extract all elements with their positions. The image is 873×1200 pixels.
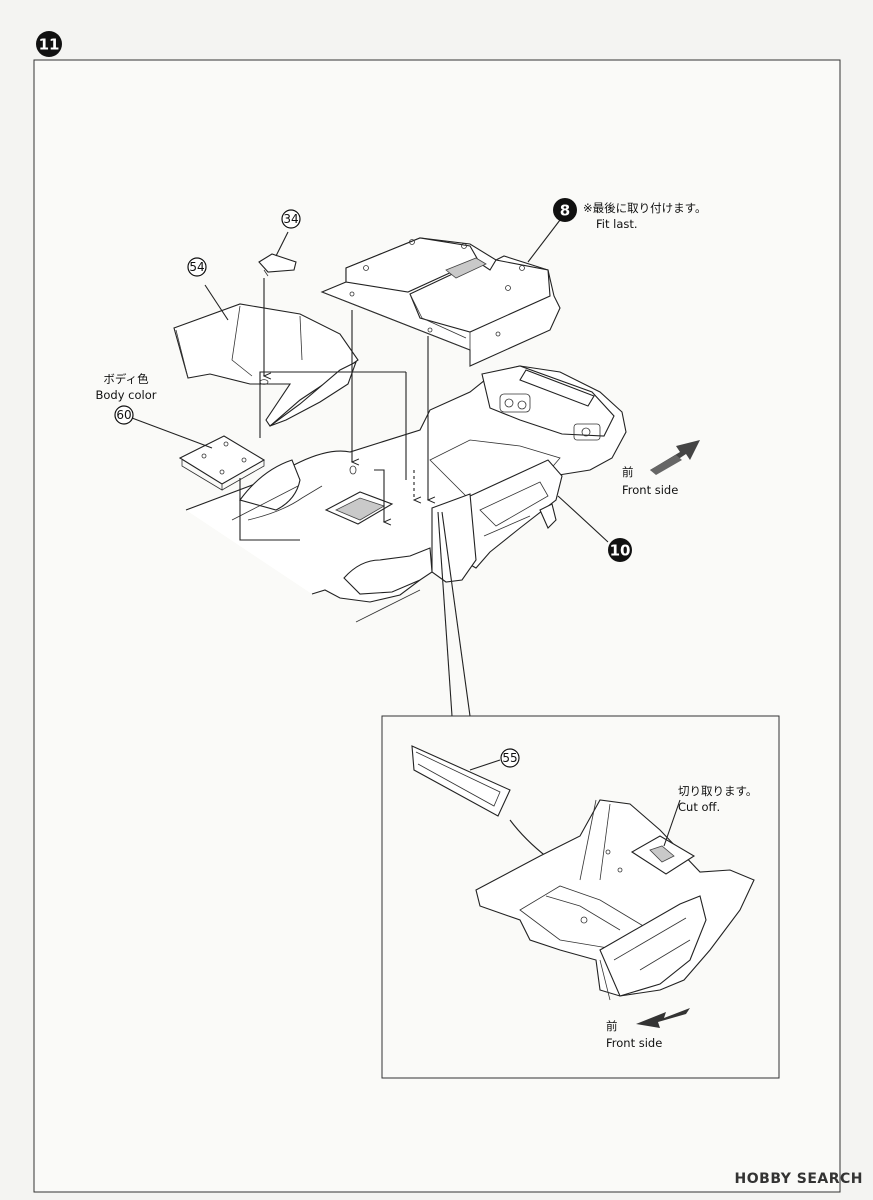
front-label-en: Front side — [622, 483, 678, 497]
part-60-note-en: Body color — [95, 388, 156, 402]
cut-label-ja: 切り取ります。 — [678, 784, 757, 798]
part-34-number: 34 — [283, 212, 298, 226]
part-54-number: 54 — [189, 260, 204, 274]
part-54-badge: 54 — [187, 257, 207, 277]
part-60-number: 60 — [116, 408, 131, 422]
front-label-ja: 前 — [622, 465, 634, 479]
inset-front-label-ja: 前 — [606, 1019, 618, 1033]
part-60-badge: 60 — [114, 405, 134, 425]
part-10-floor — [185, 365, 627, 623]
part-8-badge: 8 — [553, 198, 577, 222]
front-arrow-main — [650, 440, 700, 475]
front-arrow-inset — [636, 1008, 690, 1028]
part-55-badge: 55 — [500, 748, 520, 768]
part-60-plate — [178, 435, 266, 491]
part-10-badge: 10 — [608, 538, 632, 562]
step-number: 11 — [39, 36, 60, 54]
part-8-console — [320, 237, 561, 367]
part-34-badge: 34 — [281, 209, 301, 229]
step-badge: 11 — [36, 31, 62, 57]
part-55-panel — [411, 745, 511, 817]
part-8-note-ja: ※最後に取り付けます。 — [583, 201, 707, 215]
part-54-shelf — [173, 303, 359, 427]
part-55-number: 55 — [502, 751, 517, 765]
inset-front-label-en: Front side — [606, 1036, 662, 1050]
part-34-piece — [258, 253, 297, 277]
inset-floor — [475, 799, 755, 1001]
watermark: HOBBY SEARCH — [734, 1171, 863, 1187]
part-8-note-en: Fit last. — [596, 217, 638, 231]
cut-label-en: Cut off. — [678, 800, 720, 814]
part-8-number: 8 — [560, 202, 570, 220]
part-60-note-ja: ボディ色 — [103, 372, 149, 386]
part-10-number: 10 — [610, 542, 631, 560]
